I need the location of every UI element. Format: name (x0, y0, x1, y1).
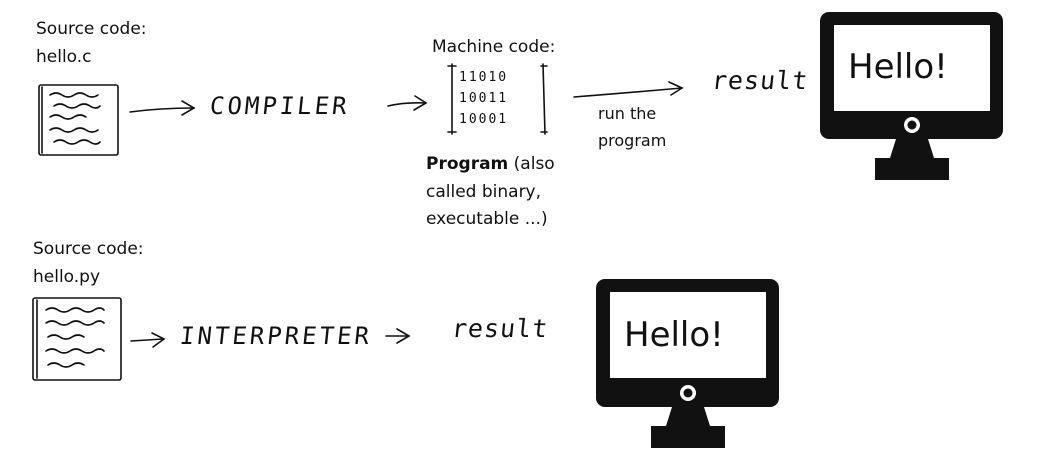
arrow-icon (130, 332, 166, 348)
arrow-icon (129, 100, 196, 116)
program-bold: Program (426, 154, 509, 174)
source-code-label-py: Source code: (33, 239, 144, 259)
run-label-line2: program (598, 131, 667, 150)
monitor-screen-text: Hello! (624, 315, 724, 355)
machine-code-label: Machine code: (432, 37, 556, 57)
source-filename-py: hello.py (33, 267, 101, 287)
compiler-label: COMPILER (208, 92, 352, 120)
arrow-icon (385, 328, 411, 344)
program-label-line1: Program (also (426, 151, 555, 177)
source-filename-c: hello.c (36, 47, 92, 67)
program-rest: (also (508, 154, 555, 174)
result-label-top: result (710, 66, 810, 95)
result-label-bottom: result (450, 314, 550, 343)
program-label-line3: executable ...) (426, 209, 548, 229)
monitor-icon (596, 279, 779, 448)
arrow-icon (573, 81, 684, 98)
document-icon (38, 84, 119, 156)
arrow-icon (387, 95, 428, 111)
program-label-line2: called binary, (426, 182, 542, 202)
monitor-icon (820, 12, 1003, 180)
document-icon (32, 297, 122, 381)
binary-line: 11010 (459, 70, 509, 85)
monitor-screen-text: Hello! (848, 47, 948, 87)
binary-line: 10011 (459, 91, 509, 106)
interpreter-label: INTERPRETER (178, 322, 374, 350)
run-label-line1: run the (598, 104, 657, 123)
binary-line: 10001 (459, 112, 509, 127)
source-code-label-c: Source code: (36, 19, 147, 39)
